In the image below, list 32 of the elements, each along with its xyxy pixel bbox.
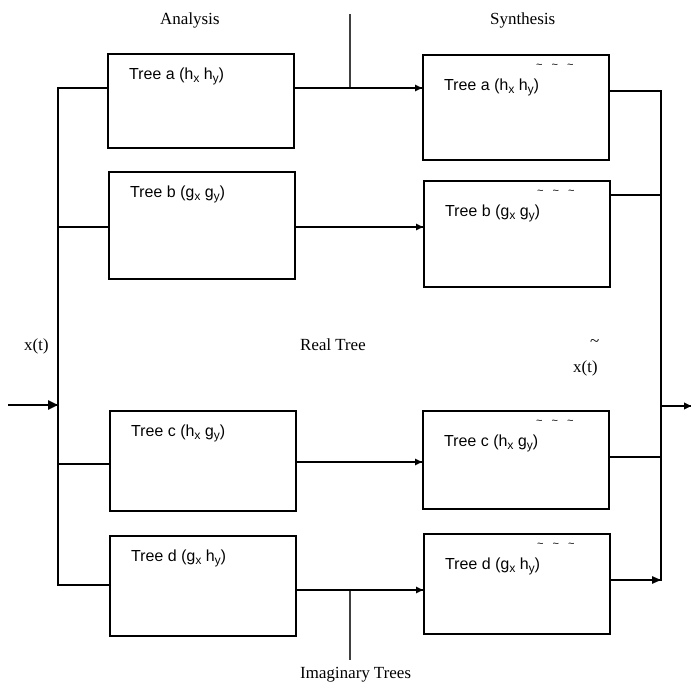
- diagram-label: Synthesis: [490, 8, 556, 30]
- box-label: Tree b (g$_{x}$ g$_{y}$): [130, 183, 225, 203]
- box-label: Tree c (h$_{x}$ g$_{y}$): [444, 432, 538, 452]
- process-box: [109, 535, 297, 637]
- process-box: [108, 171, 296, 280]
- connector-line: [297, 458, 422, 466]
- tilde-marks: ~ ~ ~: [537, 186, 574, 197]
- box-label: Tree b (g$_{x}$ g$_{y}$): [445, 202, 540, 222]
- process-box: [422, 410, 610, 510]
- process-box: [423, 180, 611, 288]
- box-label: Tree d (g$_{x}$ h$_{y}$): [445, 555, 540, 575]
- process-box: [107, 53, 295, 149]
- process-box: [109, 410, 297, 512]
- box-label: Tree d (g$_{x}$ h$_{y}$): [131, 547, 226, 567]
- connector-line: [297, 586, 423, 594]
- tilde-marks: ~ ~ ~: [537, 539, 574, 550]
- box-label: Tree a (h$_{x}$ h$_{y}$): [444, 76, 539, 96]
- diagram-label: Real Tree: [300, 334, 366, 356]
- connector-line: [611, 402, 691, 581]
- diagram-label: Analysis: [160, 8, 220, 30]
- box-label: Tree c (h$_{x}$ g$_{y}$): [131, 422, 226, 442]
- process-box: [422, 54, 610, 161]
- diagram-label: x(t): [573, 356, 598, 378]
- tilde-marks: ~ ~ ~: [536, 416, 574, 427]
- diagram-label: Imaginary Trees: [300, 662, 411, 684]
- diagram-label: ~: [590, 330, 600, 352]
- connector-line: [296, 224, 423, 230]
- box-label: Tree a (h$_{x}$ h$_{y}$): [129, 65, 224, 85]
- connector-line: [295, 84, 422, 92]
- process-box: [423, 533, 611, 635]
- tilde-marks: ~ ~ ~: [536, 60, 574, 71]
- diagram-label: x(t): [24, 334, 49, 356]
